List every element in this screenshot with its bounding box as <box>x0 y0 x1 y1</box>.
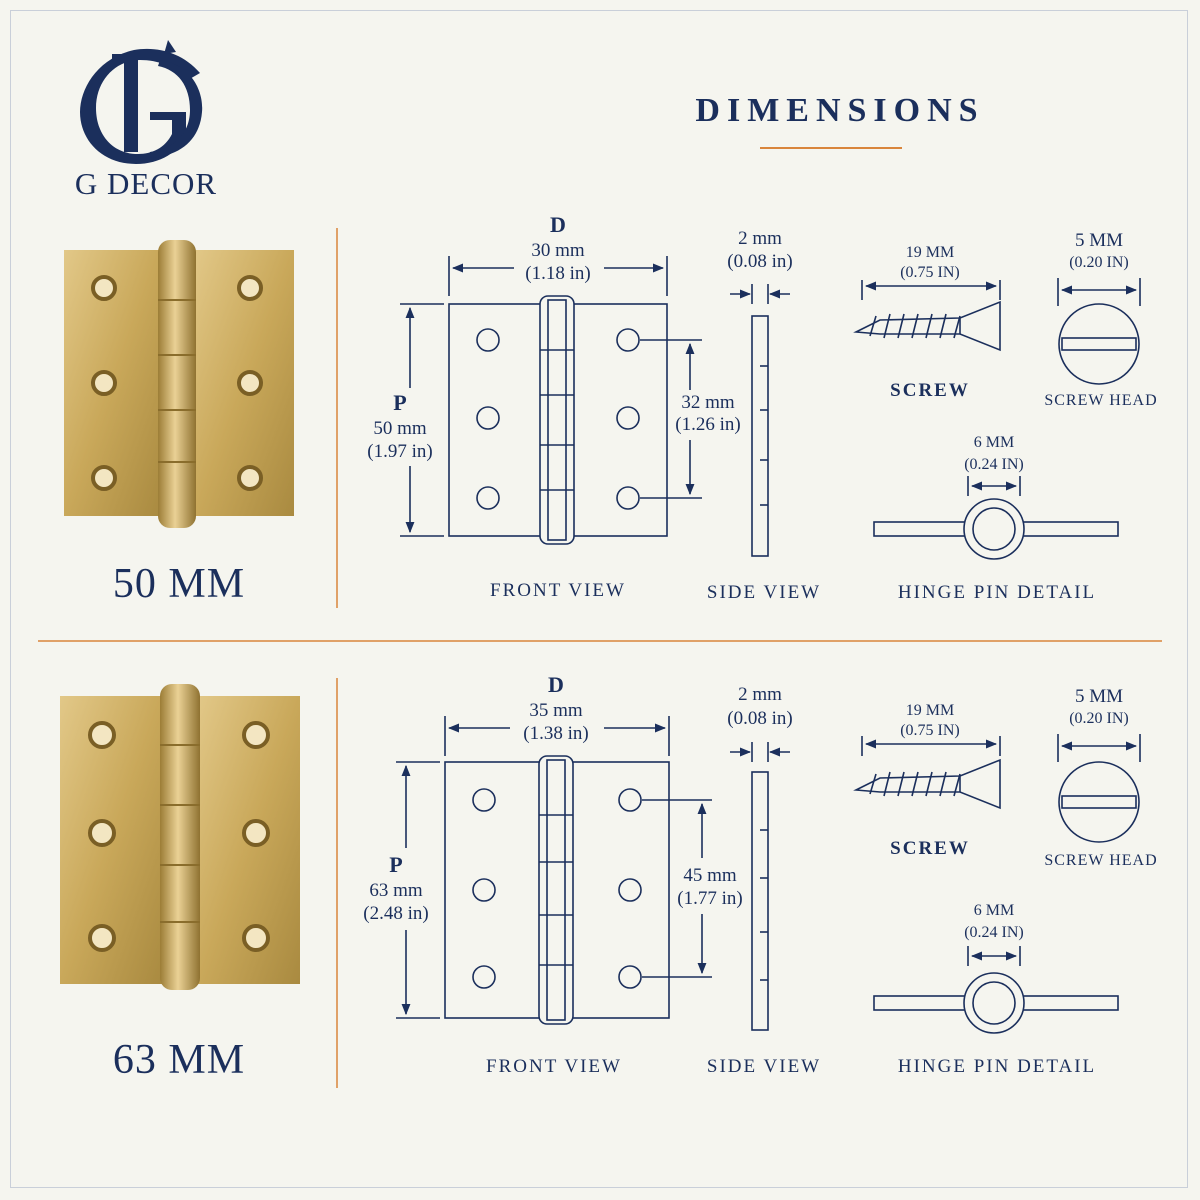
screw-length-mm-50mm: 19 MM <box>905 244 955 261</box>
height-letter-50mm: P <box>393 390 407 415</box>
hole-spacing-mm-63mm: 45 mm <box>683 865 737 886</box>
width-letter-63mm: D <box>548 672 564 697</box>
size-label-63mm: 63 MM <box>112 1037 246 1083</box>
thickness-mm-63mm: 2 mm <box>738 684 782 705</box>
screw-head-in-63mm: (0.20 IN) <box>1069 710 1129 727</box>
screw-head-mm-63mm: 5 MM <box>1074 686 1124 707</box>
front-view-caption-63mm: FRONT VIEW <box>486 1056 622 1077</box>
side-view-drawing-50mm <box>730 284 790 557</box>
screw-head-mm-50mm: 5 MM <box>1074 230 1124 251</box>
hole-spacing-in-50mm: (1.26 in) <box>675 414 741 435</box>
height-mm-50mm: 50 mm <box>373 418 427 439</box>
pin-mm-50mm: 6 MM <box>973 434 1015 451</box>
front-view-drawing-50mm <box>400 256 702 545</box>
hinge-pin-drawing-50mm <box>873 476 1119 560</box>
brand-name: G DECOR <box>74 166 218 201</box>
page-frame <box>10 10 1188 1188</box>
width-mm-63mm: 35 mm <box>529 700 583 721</box>
height-letter-63mm: P <box>389 852 403 877</box>
side-view-caption-50mm: SIDE VIEW <box>706 582 822 603</box>
hole-spacing-mm-50mm: 32 mm <box>681 392 735 413</box>
screw-head-label-50mm: SCREW HEAD <box>1044 392 1158 409</box>
width-in-50mm: (1.18 in) <box>525 263 591 284</box>
screw-head-label-63mm: SCREW HEAD <box>1044 852 1158 869</box>
pin-mm-63mm: 6 MM <box>973 902 1015 919</box>
hinge-pin-drawing-63mm <box>873 946 1119 1034</box>
screw-length-in-50mm: (0.75 IN) <box>900 264 960 281</box>
screw-label-63mm: SCREW <box>890 838 970 859</box>
screw-drawing-63mm <box>853 736 1001 810</box>
width-letter-50mm: D <box>550 212 566 237</box>
width-mm-50mm: 30 mm <box>531 240 585 261</box>
side-view-drawing-63mm <box>730 742 790 1031</box>
width-in-63mm: (1.38 in) <box>523 723 589 744</box>
screw-head-in-50mm: (0.20 IN) <box>1069 254 1129 271</box>
height-mm-63mm: 63 mm <box>369 880 423 901</box>
brand-logo <box>80 40 203 165</box>
hinge-pin-caption-50mm: HINGE PIN DETAIL <box>897 582 1097 603</box>
pin-in-63mm: (0.24 IN) <box>964 924 1024 941</box>
screw-label-50mm: SCREW <box>890 380 970 401</box>
pin-in-50mm: (0.24 IN) <box>964 456 1024 473</box>
hinge-photo-50mm <box>64 240 294 528</box>
screw-drawing-50mm <box>853 280 1001 352</box>
screw-head-drawing-63mm <box>1057 734 1141 843</box>
screw-length-in-63mm: (0.75 IN) <box>900 722 960 739</box>
hole-spacing-in-63mm: (1.77 in) <box>677 888 743 909</box>
thickness-mm-50mm: 2 mm <box>738 228 782 249</box>
front-view-drawing-63mm <box>396 716 712 1025</box>
front-view-caption-50mm: FRONT VIEW <box>490 580 626 601</box>
hinge-photo-63mm <box>60 684 300 990</box>
height-in-63mm: (2.48 in) <box>363 903 429 924</box>
screw-length-mm-63mm: 19 MM <box>905 702 955 719</box>
side-view-caption-63mm: SIDE VIEW <box>706 1056 822 1077</box>
hinge-pin-caption-63mm: HINGE PIN DETAIL <box>897 1056 1097 1077</box>
screw-head-drawing-50mm <box>1057 278 1141 385</box>
height-in-50mm: (1.97 in) <box>367 441 433 462</box>
thickness-in-63mm: (0.08 in) <box>727 708 793 729</box>
size-label-50mm: 50 MM <box>112 561 246 607</box>
page-title: DIMENSIONS <box>695 92 985 129</box>
thickness-in-50mm: (0.08 in) <box>727 251 793 272</box>
